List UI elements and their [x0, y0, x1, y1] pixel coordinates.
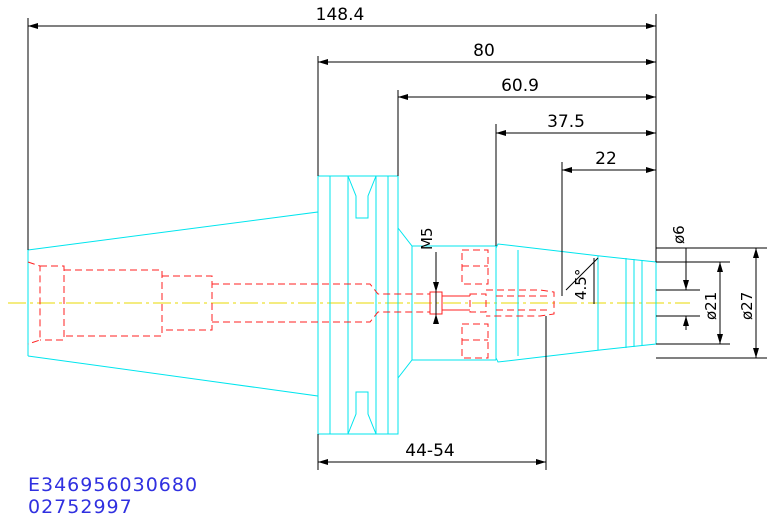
- tool-holder-outline: [27, 175, 657, 435]
- dim-nose-mid-dia: ø21: [702, 292, 720, 320]
- part-code: E346956030680: [28, 474, 199, 496]
- order-code: 02752997: [28, 496, 133, 518]
- dim-body-length: 60.9: [501, 76, 539, 96]
- dim-flange-to-nose: 80: [473, 41, 495, 61]
- dim-overall-length: 148.4: [316, 5, 365, 25]
- dim-thread: M5: [418, 228, 436, 251]
- dim-nose-base-dia: ø27: [738, 292, 756, 320]
- internal-bore-hidden-lines: [27, 249, 555, 359]
- dim-nose-tip-dia: ø6: [670, 225, 688, 244]
- dim-adjust-range: 44-54: [405, 441, 454, 461]
- dim-collet-section: 37.5: [547, 112, 585, 132]
- dim-nose-length: 22: [595, 149, 617, 169]
- dimension-lines: [27, 14, 767, 470]
- dim-taper-angle: 4.5°: [572, 269, 590, 300]
